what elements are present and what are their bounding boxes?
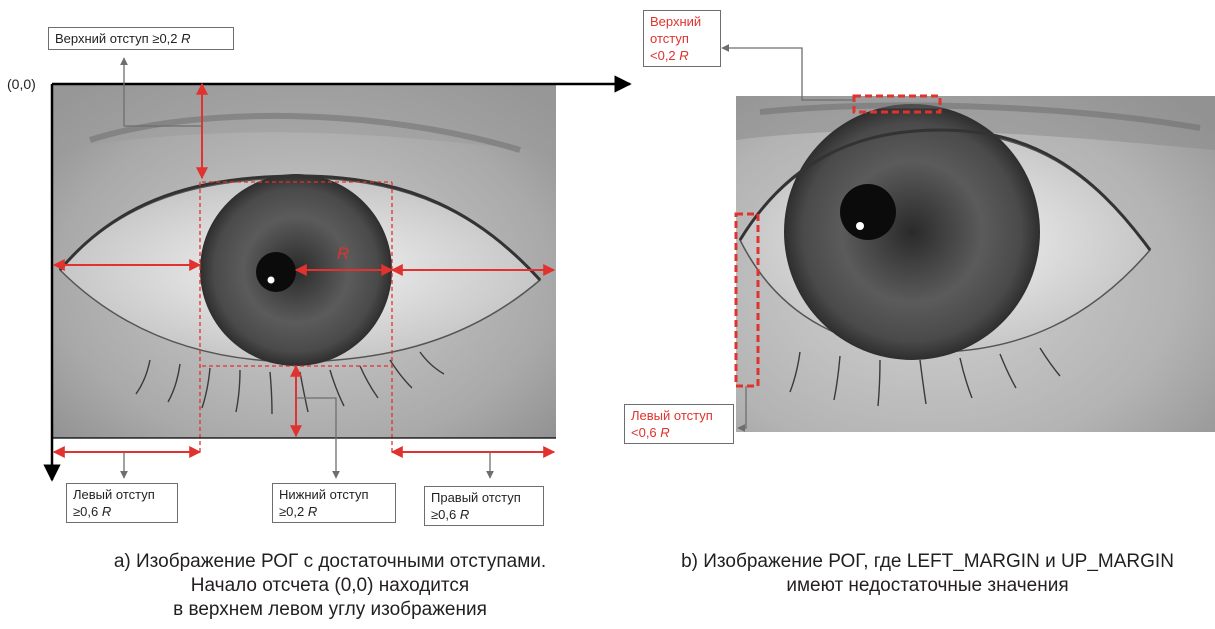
left-margin-var: R	[102, 504, 111, 519]
right-left-margin-line2: <0,6	[631, 425, 657, 440]
bottom-margin-line1: Нижний отступ	[279, 486, 389, 503]
right-left-margin-line1: Левый отступ	[631, 407, 727, 424]
left-margin-line2: ≥0,6	[73, 504, 98, 519]
caption-a: а) Изображение РОГ с достаточными отступ…	[0, 550, 660, 622]
caption-b-line1: b) Изображение РОГ, где LEFT_MARGIN и UP…	[640, 550, 1215, 574]
bottom-margin-var: R	[308, 504, 317, 519]
bottom-margin-line2: ≥0,2	[279, 504, 304, 519]
right-eye-image	[736, 96, 1215, 432]
caption-a-line2: Начало отсчета (0,0) находится	[0, 574, 660, 598]
right-top-margin-line2: отступ	[650, 30, 714, 47]
left-margin-line1: Левый отступ	[73, 486, 171, 503]
right-top-margin-callout: Верхний отступ <0,2 R	[643, 10, 721, 67]
right-top-margin-var: R	[679, 48, 688, 63]
right-margin-line1: Правый отступ	[431, 489, 537, 506]
top-margin-callout: Верхний отступ ≥0,2 R	[48, 27, 234, 50]
top-margin-text: Верхний отступ ≥0,2	[55, 31, 178, 46]
left-margin-callout: Левый отступ ≥0,6 R	[66, 483, 178, 523]
right-left-margin-var: R	[660, 425, 669, 440]
caption-a-line1: а) Изображение РОГ с достаточными отступ…	[0, 550, 660, 574]
right-margin-callout: Правый отступ ≥0,6 R	[424, 486, 544, 526]
right-left-margin-callout: Левый отступ <0,6 R	[624, 404, 734, 444]
top-margin-var: R	[181, 31, 190, 46]
radius-label: R	[337, 244, 349, 264]
left-eye-image	[52, 84, 556, 438]
right-margin-var: R	[460, 507, 469, 522]
caption-b: b) Изображение РОГ, где LEFT_MARGIN и UP…	[640, 550, 1215, 598]
caption-b-line2: имеют недостаточные значения	[640, 574, 1215, 598]
origin-label: (0,0)	[7, 76, 36, 92]
right-margin-line2: ≥0,6	[431, 507, 456, 522]
right-top-margin-line1: Верхний	[650, 13, 714, 30]
caption-a-line3: в верхнем левом углу изображения	[0, 598, 660, 622]
bottom-margin-callout: Нижний отступ ≥0,2 R	[272, 483, 396, 523]
right-top-margin-line3: <0,2	[650, 48, 676, 63]
